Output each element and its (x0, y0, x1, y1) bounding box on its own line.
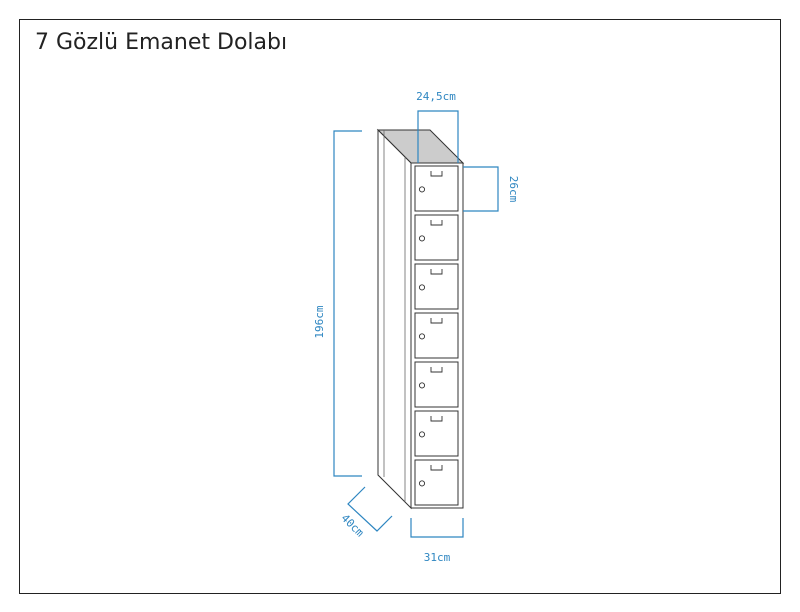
dimension-lines (333, 110, 499, 538)
door-lock-icon (418, 382, 426, 389)
dimension-compartment-width: 24,5cm (416, 90, 456, 103)
locker-door (414, 214, 459, 261)
door-lock-icon (418, 284, 426, 291)
dimension-compartment-width-bracket (417, 110, 459, 163)
door-handle-icon (430, 367, 443, 373)
dimension-compartment-height-bracket (463, 166, 499, 212)
dimension-width: 31cm (424, 551, 451, 564)
dimension-depth-bracket (347, 486, 393, 532)
locker-door (414, 312, 459, 359)
locker-door (414, 165, 459, 212)
door-handle-icon (430, 269, 443, 275)
dimension-total-height-bracket (333, 130, 362, 477)
dimension-depth: 40cm (339, 512, 367, 540)
door-handle-icon (430, 416, 443, 422)
door-lock-icon (418, 186, 426, 193)
door-lock-icon (418, 333, 426, 340)
door-handle-icon (430, 318, 443, 324)
locker-doors (414, 165, 459, 506)
door-lock-icon (418, 235, 426, 242)
dimension-total-height: 196cm (313, 305, 326, 338)
locker-door (414, 263, 459, 310)
dimension-compartment-height: 26cm (507, 176, 520, 203)
door-handle-icon (430, 171, 443, 177)
page-title: 7 Gözlü Emanet Dolabı (35, 30, 288, 55)
locker-door (414, 410, 459, 457)
locker-door (414, 459, 459, 506)
locker-door (414, 361, 459, 408)
cabinet-side-face (377, 128, 412, 510)
door-handle-icon (430, 465, 443, 471)
drawing-frame (19, 19, 781, 594)
door-lock-icon (418, 431, 426, 438)
dimension-width-bracket (410, 518, 464, 538)
door-lock-icon (418, 480, 426, 487)
door-handle-icon (430, 220, 443, 226)
